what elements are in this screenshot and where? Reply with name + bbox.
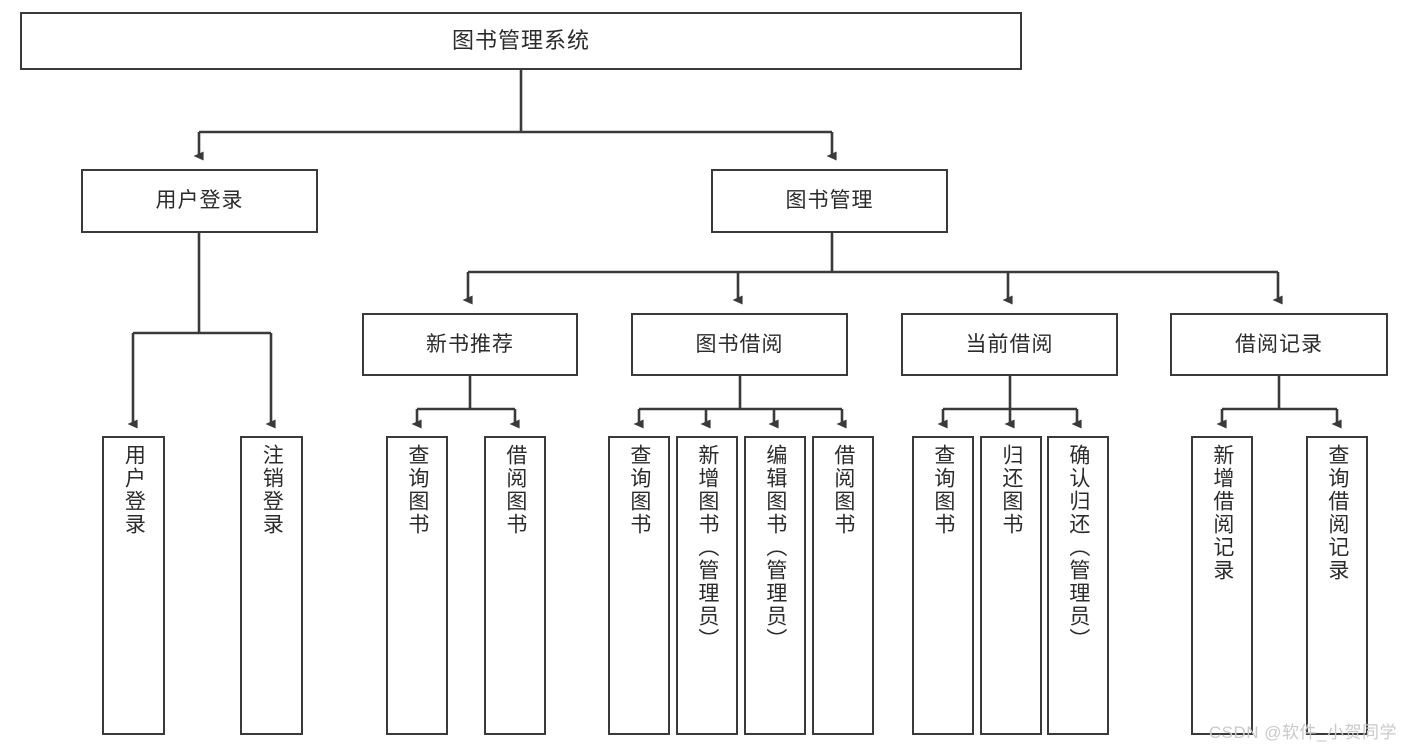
leaf-label: 查询图书 xyxy=(627,444,651,536)
node-book-manage[interactable]: 图书管理 xyxy=(711,169,948,233)
leaf-query-book-1[interactable]: 查询图书 xyxy=(386,436,448,735)
leaf-label: 查询图书 xyxy=(931,444,955,536)
leaf-return-book[interactable]: 归还图书 xyxy=(980,436,1042,735)
node-user-login[interactable]: 用户登录 xyxy=(81,169,318,233)
node-book-borrow[interactable]: 图书借阅 xyxy=(631,313,848,376)
leaf-label: 确认归还（管理员） xyxy=(1066,444,1090,651)
leaf-label: 归还图书 xyxy=(999,444,1023,536)
leaf-label: 注销登录 xyxy=(260,444,284,536)
leaf-label: 用户登录 xyxy=(122,444,146,536)
node-borrow-record[interactable]: 借阅记录 xyxy=(1170,313,1388,376)
leaf-label: 查询借阅记录 xyxy=(1325,444,1349,582)
leaf-label: 新增图书（管理员） xyxy=(695,444,719,651)
leaf-query-book-2[interactable]: 查询图书 xyxy=(608,436,670,735)
leaf-borrow-book-1[interactable]: 借阅图书 xyxy=(484,436,546,735)
node-current-borrow[interactable]: 当前借阅 xyxy=(901,313,1118,376)
leaf-edit-book[interactable]: 编辑图书（管理员） xyxy=(744,436,806,735)
leaf-query-book-3[interactable]: 查询图书 xyxy=(912,436,974,735)
leaf-label: 新增借阅记录 xyxy=(1210,444,1234,582)
leaf-add-book[interactable]: 新增图书（管理员） xyxy=(676,436,738,735)
leaf-add-record[interactable]: 新增借阅记录 xyxy=(1191,436,1253,735)
leaf-query-record[interactable]: 查询借阅记录 xyxy=(1306,436,1368,735)
leaf-label: 借阅图书 xyxy=(831,444,855,536)
csdn-watermark: CSDN @软件_小贺同学 xyxy=(1208,723,1397,742)
leaf-user-login[interactable]: 用户登录 xyxy=(102,436,165,735)
node-root-system[interactable]: 图书管理系统 xyxy=(20,12,1022,70)
leaf-borrow-book-2[interactable]: 借阅图书 xyxy=(812,436,874,735)
leaf-logout[interactable]: 注销登录 xyxy=(240,436,303,735)
leaf-confirm-return[interactable]: 确认归还（管理员） xyxy=(1047,436,1109,735)
leaf-label: 借阅图书 xyxy=(503,444,527,536)
leaf-label: 查询图书 xyxy=(405,444,429,536)
leaf-label: 编辑图书（管理员） xyxy=(763,444,787,651)
node-new-book-rec[interactable]: 新书推荐 xyxy=(362,313,578,376)
